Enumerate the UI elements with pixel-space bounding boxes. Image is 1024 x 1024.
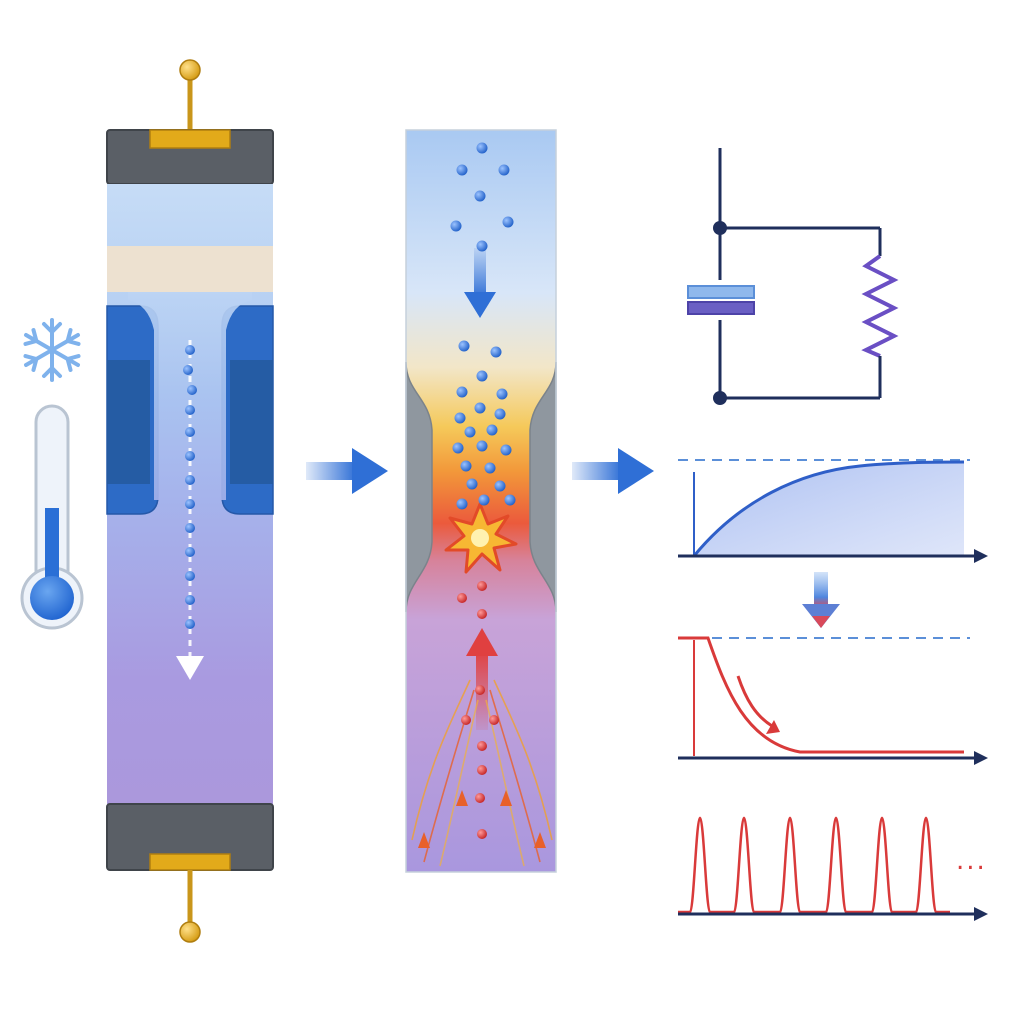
snowflake-icon (20, 318, 84, 382)
hot-particle (475, 685, 485, 695)
cold-particle (484, 462, 496, 474)
hot-particle (477, 765, 487, 775)
transition-arrow (802, 572, 840, 628)
hot-particle (461, 715, 471, 725)
cold-particle (494, 408, 506, 420)
cold-particle (490, 346, 502, 358)
right-block (221, 305, 274, 515)
cooled-tube-panel (106, 59, 274, 943)
seal-band (107, 246, 273, 292)
top-electrode (179, 59, 201, 132)
constriction-wall-right (529, 361, 557, 613)
flow-arrow-icon (572, 448, 654, 494)
cold-particle (502, 216, 514, 228)
cold-particle (185, 523, 195, 533)
cold-particle (456, 498, 468, 510)
hot-particle (477, 581, 487, 591)
hot-particle (475, 793, 485, 803)
cold-particle (494, 480, 506, 492)
cold-particle (474, 402, 486, 414)
cold-particle (486, 424, 498, 436)
decay-arrow (736, 675, 773, 728)
heat-arrowhead-right (500, 790, 512, 806)
cold-particle (500, 444, 512, 456)
mixing-particles (450, 142, 516, 839)
hot-particle (477, 609, 487, 619)
cold-particle (185, 499, 195, 509)
cold-particle (185, 427, 195, 437)
capacitor-plate-top (687, 285, 755, 299)
cold-particle (185, 405, 195, 415)
cold-particles (183, 345, 197, 629)
constriction-wall-left (405, 361, 433, 613)
cold-particle (183, 365, 193, 375)
hot-particle (457, 593, 467, 603)
left-block (106, 305, 159, 515)
cold-particle (456, 386, 468, 398)
cold-particle (464, 426, 476, 438)
heat-flow-lines (411, 679, 553, 867)
discharge-curve (678, 636, 964, 754)
charging-curve (692, 460, 965, 557)
rc-circuit (718, 148, 899, 400)
cold-particle (456, 164, 468, 176)
circuit-node-top (713, 221, 727, 235)
cold-particle (185, 345, 195, 355)
heat-arrowhead-left-low (418, 832, 430, 848)
heat-arrowhead-left (456, 790, 468, 806)
cold-particle (185, 475, 195, 485)
hot-particle (489, 715, 499, 725)
pulse-train-plot (678, 816, 988, 921)
cold-particle (185, 451, 195, 461)
bottom-cap (106, 803, 274, 871)
flow-arrow-icon (306, 448, 388, 494)
cold-particle (476, 370, 488, 382)
top-cap (106, 129, 274, 185)
heat-arrowhead-right-low (534, 832, 546, 848)
cold-particle (458, 340, 470, 352)
constriction-panel (405, 129, 557, 873)
cold-particle (185, 547, 195, 557)
cold-particle (496, 388, 508, 400)
charging-plot (678, 459, 988, 563)
flow-channel (128, 292, 252, 500)
cold-particle (474, 190, 486, 202)
cold-particle (478, 494, 490, 506)
cold-particle (466, 478, 478, 490)
down-arrow (464, 248, 496, 318)
cold-particle (187, 385, 197, 395)
cold-particle (476, 440, 488, 452)
cold-particle (504, 494, 516, 506)
discharge-plot (678, 636, 988, 765)
bottom-electrode (179, 870, 201, 943)
circuit-node-bottom (713, 391, 727, 405)
cold-particle (454, 412, 466, 424)
thermometer-icon (20, 404, 84, 630)
resistor (861, 254, 899, 358)
hot-particle (477, 829, 487, 839)
hot-particle (477, 741, 487, 751)
cold-particle (460, 460, 472, 472)
cold-particle (185, 595, 195, 605)
explosion-icon (444, 502, 518, 574)
pulse-train (678, 816, 950, 914)
capacitor-plate-bottom (687, 301, 755, 315)
cold-particle (450, 220, 462, 232)
cold-particle (476, 142, 488, 154)
cold-particle (452, 442, 464, 454)
charging-area (694, 462, 964, 556)
cold-particle (476, 240, 488, 252)
continuation-ellipsis: ... (956, 846, 987, 876)
cold-particle (185, 619, 195, 629)
cold-particle (498, 164, 510, 176)
cold-particle (185, 571, 195, 581)
